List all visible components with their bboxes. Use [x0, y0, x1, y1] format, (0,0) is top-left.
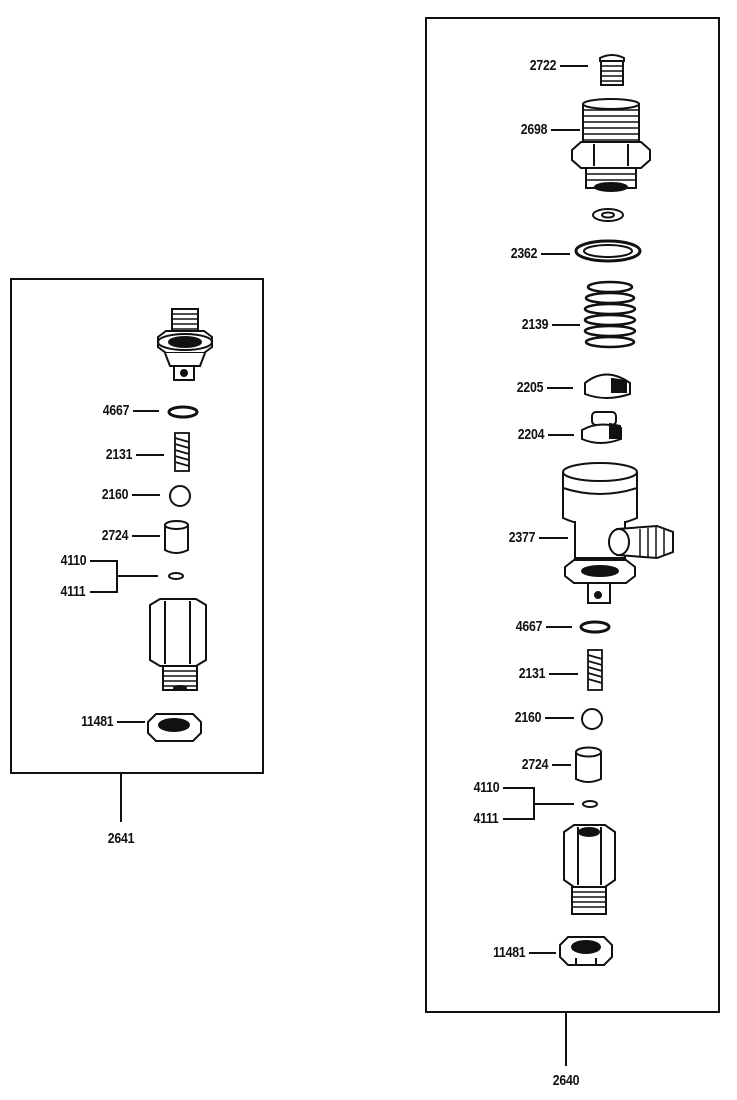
right-label-4111: 4111: [473, 810, 499, 827]
right-hex-body-part: [563, 824, 616, 915]
left-ball-2160-part: [169, 485, 191, 507]
right-label-4110: 4110: [473, 779, 499, 796]
right-small-washer-part: [592, 208, 624, 222]
right-spring-2131-part: [587, 649, 603, 691]
right-label-2139: 2139: [521, 316, 549, 333]
right-label-2377: 2377: [508, 529, 536, 546]
right-screw-2722-part: [599, 54, 625, 86]
left-ring-4110-4111-part: [168, 572, 184, 580]
right-gasket-2362-part: [574, 239, 642, 263]
left-sleeve-2724-part: [164, 520, 189, 554]
right-ring-4667-part: [579, 620, 611, 634]
right-ball-2160-part: [581, 708, 603, 730]
left-label-11481: 11481: [80, 713, 114, 730]
left-ring-4667-part: [167, 405, 199, 419]
right-label-2724: 2724: [521, 756, 549, 773]
right-body-2377-part: [562, 462, 674, 604]
left-label-4667: 4667: [102, 402, 130, 419]
right-fitting-2698-part: [571, 98, 651, 192]
right-cap-2205-part: [584, 373, 631, 399]
left-hex-body-part: [149, 598, 207, 691]
right-valve-2204-part: [581, 411, 622, 444]
right-label-2698: 2698: [520, 121, 548, 138]
left-assembly-frame: [10, 278, 264, 774]
left-label-2131: 2131: [105, 446, 133, 463]
right-label-2362: 2362: [510, 245, 538, 262]
left-nut-11481-part: [147, 713, 202, 742]
right-label-2160: 2160: [514, 709, 542, 726]
right-spring-2139-part: [583, 280, 637, 349]
right-label-2205: 2205: [516, 379, 544, 396]
left-assembly-number: 2641: [107, 830, 135, 847]
left-label-4110: 4110: [60, 552, 86, 569]
right-label-4667: 4667: [515, 618, 543, 635]
right-assembly-frame: [425, 17, 720, 1013]
left-assembly: [10, 278, 264, 822]
left-label-4111: 4111: [60, 583, 86, 600]
right-nut-11481-part: [559, 936, 613, 966]
right-label-2722: 2722: [529, 57, 557, 74]
right-label-2131: 2131: [518, 665, 546, 682]
right-assembly-number: 2640: [552, 1072, 580, 1089]
left-label-2724: 2724: [101, 527, 129, 544]
right-ring-4110-4111-part: [582, 800, 598, 808]
left-top-fitting-part: [157, 308, 213, 381]
right-label-2204: 2204: [517, 426, 545, 443]
right-assembly: [425, 17, 720, 1066]
left-label-2160: 2160: [101, 486, 129, 503]
right-label-11481: 11481: [492, 944, 526, 961]
right-sleeve-2724-part: [575, 746, 602, 783]
left-spring-2131-part: [174, 432, 190, 472]
